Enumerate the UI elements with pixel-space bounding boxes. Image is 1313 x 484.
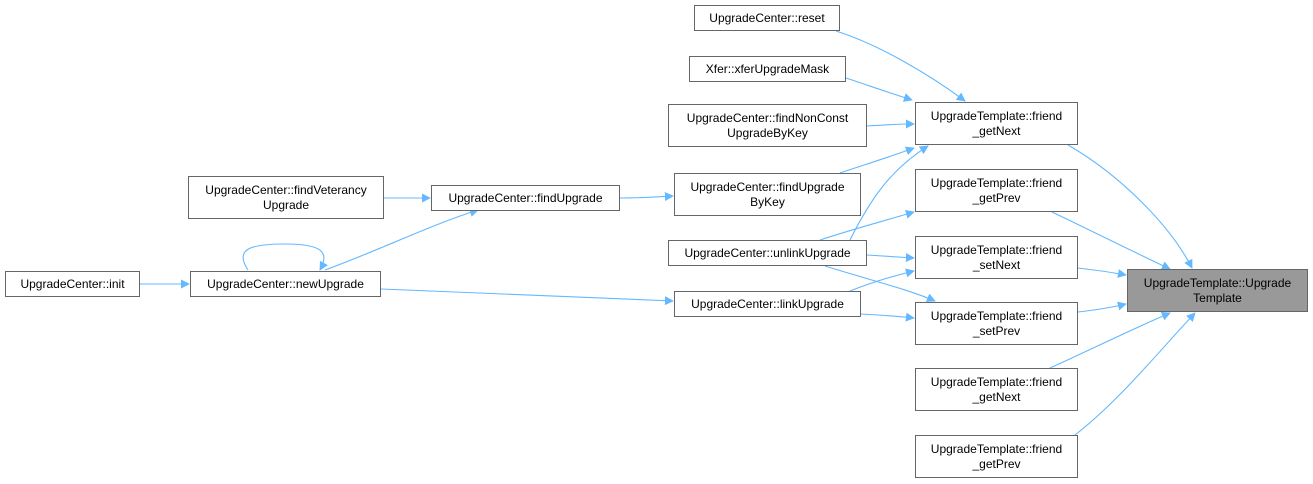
node-friend-getprev-a[interactable]: UpgradeTemplate::friend _getPrev xyxy=(915,169,1078,212)
edge-xfer-to-getnext xyxy=(845,77,913,102)
edge-newupgrade-self-loop xyxy=(242,243,328,271)
node-label: UpgradeCenter::findUpgrade ByKey xyxy=(690,179,845,209)
edge-unlink-to-getnext xyxy=(849,145,929,241)
edge-link-to-setnext xyxy=(849,268,915,292)
edge-getprev-a-to-focus xyxy=(1051,211,1171,270)
edge-setnext-to-focus xyxy=(1077,267,1127,278)
node-friend-getprev-b[interactable]: UpgradeTemplate::friend _getPrev xyxy=(915,435,1078,478)
edge-setprev-to-focus xyxy=(1077,301,1127,313)
node-label: UpgradeTemplate::friend _setNext xyxy=(930,242,1063,272)
edge-newupgrade-to-linkupgrade xyxy=(380,288,674,306)
edge-findbykey-to-getnext xyxy=(839,146,915,174)
node-friend-getnext-a[interactable]: UpgradeTemplate::friend _getNext xyxy=(915,102,1078,145)
edge-findnonconst-to-getnext xyxy=(866,119,915,129)
node-friend-getnext-b[interactable]: UpgradeTemplate::friend _getNext xyxy=(915,368,1078,411)
node-label: UpgradeCenter::findVeterancy Upgrade xyxy=(205,182,367,212)
edge-link-to-setprev xyxy=(860,312,915,322)
edge-reset-to-getnext xyxy=(835,30,966,102)
node-upgrade-template-constructor: UpgradeTemplate::Upgrade Template xyxy=(1127,269,1308,312)
node-findveterancyupgrade[interactable]: UpgradeCenter::findVeterancy Upgrade xyxy=(188,176,384,219)
node-xfer-xferupgrademask[interactable]: Xfer::xferUpgradeMask xyxy=(689,56,846,82)
edge-findupgrade-to-findbykey xyxy=(619,191,674,201)
node-label: UpgradeCenter::findUpgrade xyxy=(448,190,603,205)
node-findupgrade[interactable]: UpgradeCenter::findUpgrade xyxy=(431,185,620,211)
node-label: UpgradeTemplate::friend _getPrev xyxy=(930,175,1063,205)
edge-unlink-to-setnext xyxy=(866,253,915,263)
node-label: UpgradeCenter::reset xyxy=(709,10,825,25)
edge-getnext-b-to-focus xyxy=(1049,312,1171,369)
node-findnonconst-upgradebykey[interactable]: UpgradeCenter::findNonConst UpgradeByKey xyxy=(668,104,867,147)
edge-getprev-b-to-focus xyxy=(1074,312,1196,436)
node-unlinkupgrade[interactable]: UpgradeCenter::unlinkUpgrade xyxy=(668,240,867,266)
node-label: UpgradeCenter::init xyxy=(20,276,125,291)
node-upgradecenter-init[interactable]: UpgradeCenter::init xyxy=(5,271,140,297)
node-label: UpgradeTemplate::friend _getNext xyxy=(930,374,1063,404)
node-label: UpgradeTemplate::friend _getNext xyxy=(930,108,1063,138)
edge-unlink-to-setprev xyxy=(824,265,936,302)
node-label: UpgradeCenter::findNonConst UpgradeByKey xyxy=(686,110,849,140)
node-label: UpgradeCenter::linkUpgrade xyxy=(691,296,844,311)
node-label: UpgradeTemplate::Upgrade Template xyxy=(1143,275,1292,305)
node-friend-setprev[interactable]: UpgradeTemplate::friend _setPrev xyxy=(915,302,1078,345)
node-label: Xfer::xferUpgradeMask xyxy=(705,61,830,76)
node-linkupgrade[interactable]: UpgradeCenter::linkUpgrade xyxy=(674,291,861,317)
node-newupgrade[interactable]: UpgradeCenter::newUpgrade xyxy=(190,271,381,297)
edge-getnext-a-to-focus xyxy=(1067,144,1193,269)
edge-unlink-to-getprev xyxy=(819,209,915,241)
node-findupgradebykey[interactable]: UpgradeCenter::findUpgrade ByKey xyxy=(674,173,861,216)
node-label: UpgradeCenter::newUpgrade xyxy=(207,276,364,291)
node-label: UpgradeTemplate::friend _getPrev xyxy=(930,441,1063,471)
node-label: UpgradeCenter::unlinkUpgrade xyxy=(684,245,851,260)
node-label: UpgradeTemplate::friend _setPrev xyxy=(930,308,1063,338)
node-upgradecenter-reset[interactable]: UpgradeCenter::reset xyxy=(694,5,840,31)
edge-newupgrade-to-findupgrade xyxy=(324,208,479,271)
node-friend-setnext[interactable]: UpgradeTemplate::friend _setNext xyxy=(915,236,1078,279)
